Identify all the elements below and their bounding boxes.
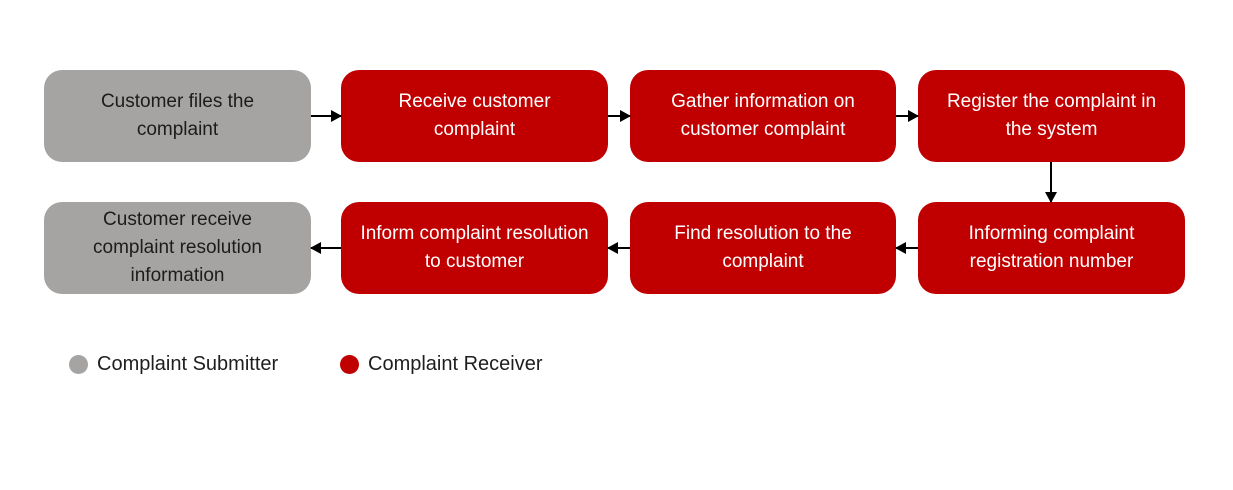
arrow-inform-to-customer — [310, 242, 341, 254]
arrow-find-to-inform — [607, 242, 630, 254]
legend-dot-receiver-icon — [340, 354, 359, 374]
arrow-file-to-receive — [311, 110, 342, 122]
arrow-register-to-informing — [1045, 162, 1057, 203]
legend-item-complaint-receiver: Complaint Receiver — [340, 352, 543, 376]
node-informing-registration-number: Informing complaint registration number — [918, 202, 1185, 294]
arrow-gather-to-register — [896, 110, 919, 122]
legend-item-complaint-submitter: Complaint Submitter — [69, 352, 278, 376]
arrow-informing-to-find — [895, 242, 918, 254]
node-inform-resolution: Inform complaint resolution to customer — [341, 202, 608, 294]
node-receive-customer-complaint: Receive customer complaint — [341, 70, 608, 162]
arrow-receive-to-gather — [608, 110, 631, 122]
legend-dot-submitter-icon — [69, 354, 88, 374]
node-customer-receives-resolution: Customer receive complaint resolution in… — [44, 202, 311, 294]
node-register-complaint: Register the complaint in the system — [918, 70, 1185, 162]
node-gather-information: Gather information on customer complaint — [630, 70, 896, 162]
legend-label-complaint-submitter: Complaint Submitter — [97, 353, 279, 375]
legend-label-complaint-receiver: Complaint Receiver — [368, 353, 543, 375]
node-find-resolution: Find resolution to the complaint — [630, 202, 896, 294]
node-customer-files-complaint: Customer files the complaint — [44, 70, 311, 162]
